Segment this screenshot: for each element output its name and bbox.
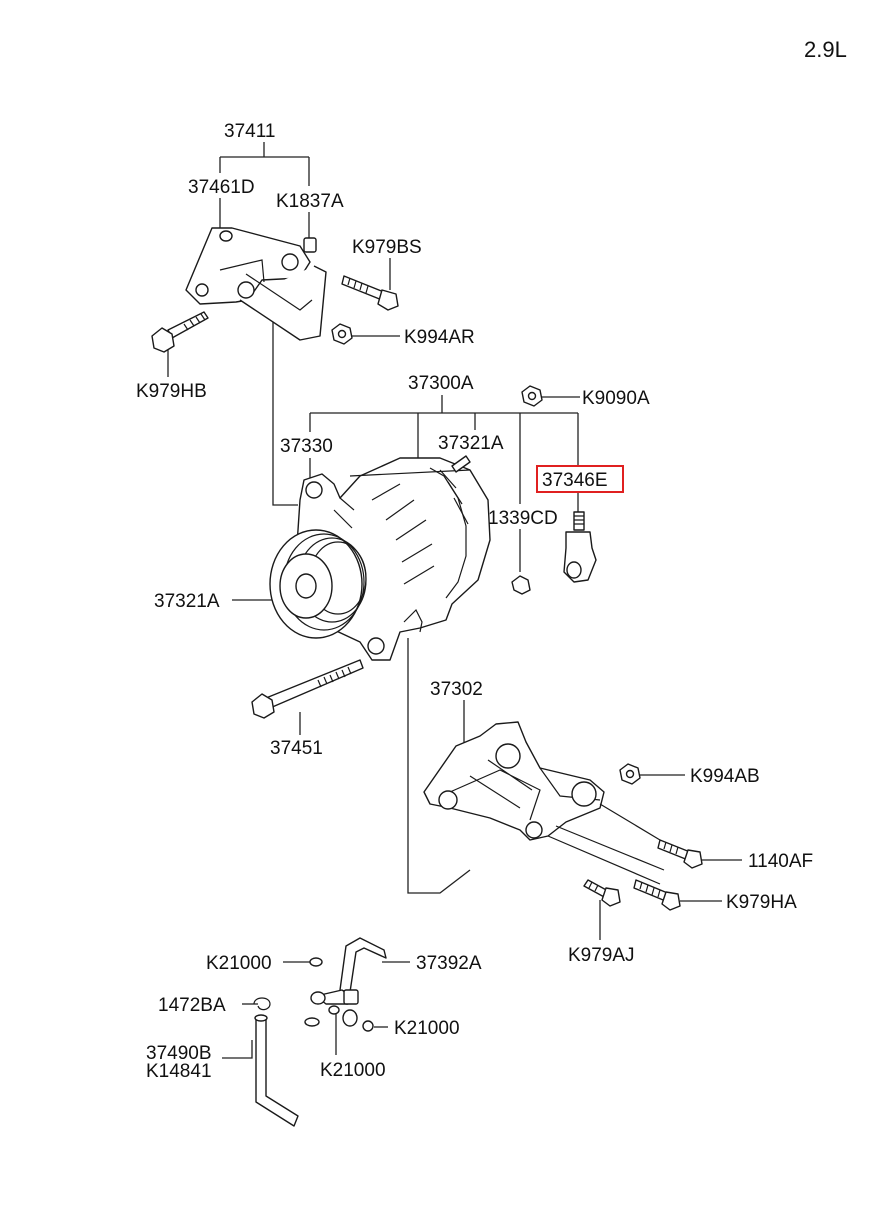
callout-K979HA[interactable]: K979HA (726, 892, 797, 913)
callout-K9090A[interactable]: K9090A (582, 388, 650, 409)
bolt-1140af (657, 839, 703, 869)
pulley (269, 529, 367, 639)
sleeve-part (303, 237, 317, 253)
callout-K994AR[interactable]: K994AR (404, 327, 475, 348)
through-bolt-37451 (251, 659, 364, 719)
callout-K14841[interactable]: K14841 (146, 1061, 212, 1082)
bolt-k979ha (633, 879, 681, 911)
bolt-k979bs (341, 275, 399, 311)
callout-37302[interactable]: 37302 (430, 679, 483, 700)
highlight-box (536, 465, 624, 493)
nut-1339cd (511, 575, 531, 595)
lower-bracket-37302 (423, 721, 605, 841)
callout-37392A[interactable]: 37392A (416, 953, 482, 974)
callout-1140AF[interactable]: 1140AF (748, 851, 813, 872)
engine-label: 2.9L (804, 37, 847, 62)
bolt-k979hb (151, 311, 209, 353)
callout-K979AJ[interactable]: K979AJ (568, 945, 635, 966)
callout-37346E[interactable]: 37346E (542, 470, 608, 491)
vacuum-pipe-37392a (310, 937, 387, 1027)
callout-37451[interactable]: 37451 (270, 738, 323, 759)
nut-k994ab (619, 763, 641, 785)
callout-37300A[interactable]: 37300A (408, 373, 474, 394)
callout-37490B[interactable]: 37490B (146, 1043, 212, 1064)
terminal-37346e (563, 511, 597, 583)
callout-K21000-a[interactable]: K21000 (206, 953, 272, 974)
callout-K979HB[interactable]: K979HB (136, 381, 207, 402)
hose-37490b (254, 1014, 299, 1127)
callout-37321A-left[interactable]: 37321A (154, 591, 220, 612)
callout-37321A-top[interactable]: 37321A (438, 433, 504, 454)
callout-37330[interactable]: 37330 (280, 436, 333, 457)
clip-1472ba (253, 997, 271, 1011)
washers (304, 957, 374, 1032)
callout-1339CD[interactable]: 1339CD (488, 508, 558, 529)
leader-lines (167, 142, 742, 1059)
callout-K21000-b[interactable]: K21000 (394, 1018, 460, 1039)
callout-K979BS[interactable]: K979BS (352, 237, 422, 258)
callout-K21000-c[interactable]: K21000 (320, 1060, 386, 1081)
upper-bracket (185, 227, 327, 341)
bracket-bolt-guides (547, 803, 665, 885)
nut-k994ar (331, 323, 353, 345)
callout-1472BA[interactable]: 1472BA (158, 995, 226, 1016)
nut-k9090a (521, 385, 543, 407)
bolt-k979aj (583, 879, 621, 907)
callout-K1837A[interactable]: K1837A (276, 191, 344, 212)
callout-37411[interactable]: 37411 (224, 121, 275, 142)
callout-37461D[interactable]: 37461D (188, 177, 255, 198)
callout-K994AB[interactable]: K994AB (690, 766, 760, 787)
labels: 2.9L 37411 37461D K1837A K979BS K994AR K… (136, 37, 847, 1082)
